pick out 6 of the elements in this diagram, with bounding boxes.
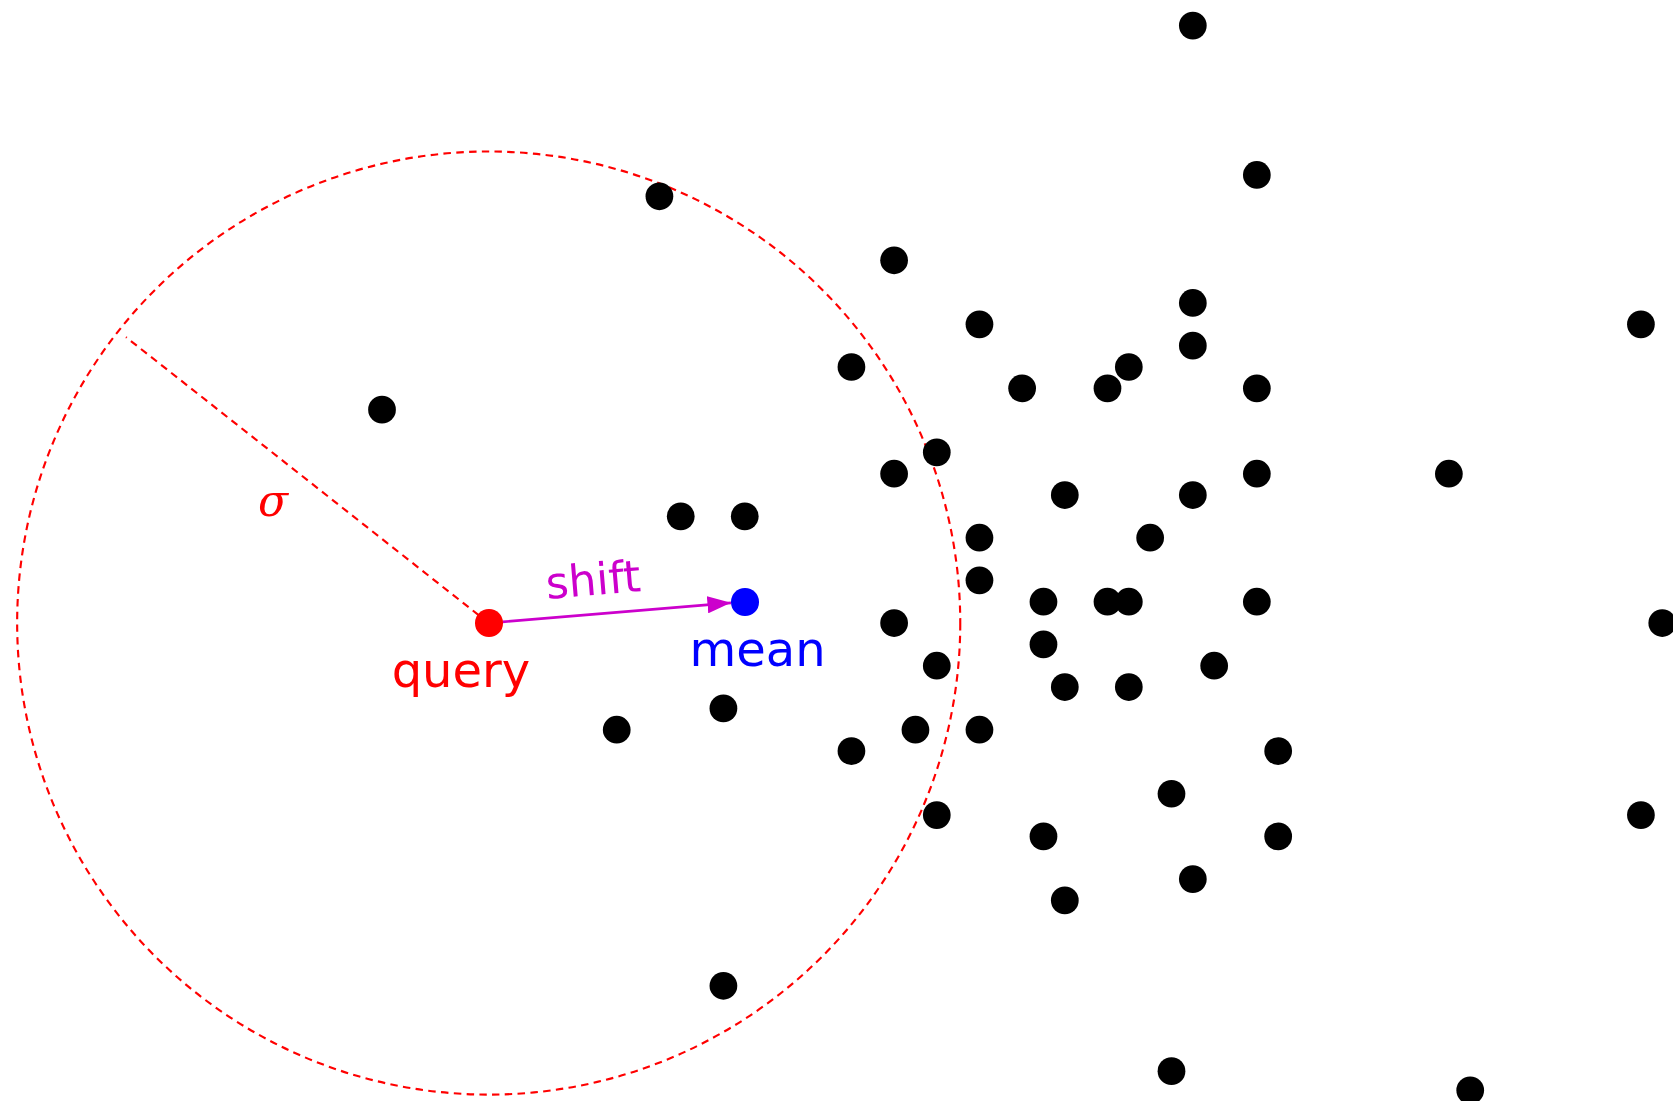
query-point	[474, 609, 503, 637]
mean-point	[730, 587, 759, 616]
point-label: query	[391, 646, 531, 695]
sigma-label: σ	[258, 479, 289, 524]
arrow	[502, 596, 732, 624]
point-label: mean	[689, 624, 826, 673]
